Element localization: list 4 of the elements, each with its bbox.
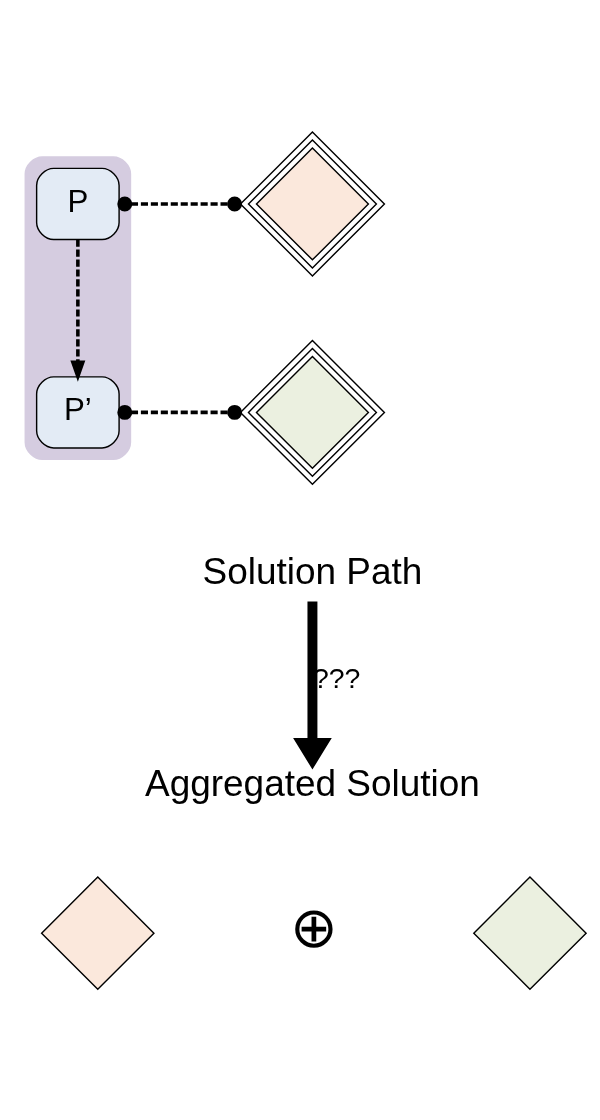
label: ⊕ [289, 895, 338, 959]
node-text: Aggregated Solution [144, 762, 480, 804]
edge-label: ??? [312, 661, 361, 694]
node-text: Solution Path [202, 550, 423, 592]
